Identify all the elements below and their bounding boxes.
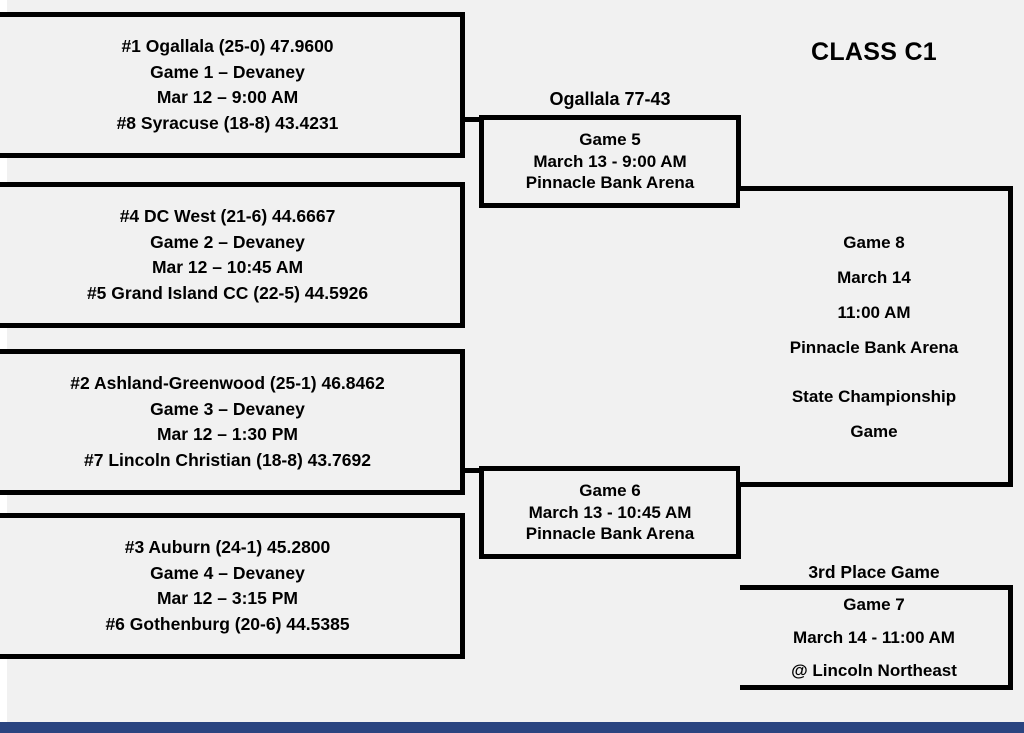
round1-game-2-box[interactable]: #4 DC West (21-6) 44.6667 Game 2 – Devan… bbox=[0, 182, 465, 328]
connector-r1-pair-b bbox=[460, 468, 484, 473]
round2-game-5-game-label: Game 5 bbox=[579, 129, 641, 149]
third-place-venue: @ Lincoln Northeast bbox=[791, 661, 957, 680]
round1-game-1-game-label: Game 1 – Devaney bbox=[150, 61, 305, 82]
round1-game-4-bottom-seed: #6 Gothenburg (20-6) 44.5385 bbox=[105, 613, 350, 634]
final-game-label: Game 8 bbox=[843, 232, 905, 252]
third-place-heading: 3rd Place Game bbox=[808, 562, 940, 582]
round1-game-1-box[interactable]: #1 Ogallala (25-0) 47.9600 Game 1 – Deva… bbox=[0, 12, 465, 158]
game1-result-label: Ogallala 77-43 bbox=[549, 89, 671, 109]
round1-game-2-top-seed: #4 DC West (21-6) 44.6667 bbox=[119, 206, 336, 226]
third-place-game-label: Game 7 bbox=[843, 595, 905, 614]
round1-game-1-datetime: Mar 12 – 9:00 AM bbox=[156, 87, 299, 107]
round2-game-6-venue: Pinnacle Bank Arena bbox=[525, 524, 695, 544]
round1-game-4-box[interactable]: #3 Auburn (24-1) 45.2800 Game 4 – Devane… bbox=[0, 513, 465, 659]
round1-game-2-bottom-seed: #5 Grand Island CC (22-5) 44.5926 bbox=[86, 282, 369, 303]
round2-game-5-venue: Pinnacle Bank Arena bbox=[525, 173, 695, 193]
third-place-datetime: March 14 - 11:00 AM bbox=[793, 628, 955, 647]
round2-game-6-datetime: March 13 - 10:45 AM bbox=[528, 502, 692, 522]
bottom-accent-bar bbox=[0, 722, 1024, 733]
final-time: 11:00 AM bbox=[837, 302, 911, 322]
round2-game-5-box[interactable]: Game 5 March 13 - 9:00 AM Pinnacle Bank … bbox=[479, 115, 741, 208]
connector-r1-pair-a bbox=[460, 117, 484, 122]
final-championship-label-line2: Game bbox=[850, 421, 898, 441]
round1-game-3-datetime: Mar 12 – 1:30 PM bbox=[156, 424, 299, 444]
page-title: CLASS C1 bbox=[810, 38, 938, 66]
final-venue: Pinnacle Bank Arena bbox=[789, 337, 959, 357]
round1-game-2-datetime: Mar 12 – 10:45 AM bbox=[151, 257, 304, 277]
round1-game-1-bottom-seed: #8 Syracuse (18-8) 43.4231 bbox=[116, 112, 339, 133]
round1-game-3-top-seed: #2 Ashland-Greenwood (25-1) 46.8462 bbox=[70, 373, 385, 393]
round1-game-4-datetime: Mar 12 – 3:15 PM bbox=[156, 588, 299, 608]
round2-game-5-datetime: March 13 - 9:00 AM bbox=[533, 151, 687, 171]
round1-game-4-top-seed: #3 Auburn (24-1) 45.2800 bbox=[124, 537, 331, 557]
third-place-game-box[interactable]: Game 7 March 14 - 11:00 AM @ Lincoln Nor… bbox=[740, 585, 1013, 690]
round1-game-4-game-label: Game 4 – Devaney bbox=[150, 562, 305, 583]
round1-game-1-top-seed: #1 Ogallala (25-0) 47.9600 bbox=[121, 36, 334, 56]
round1-game-3-box[interactable]: #2 Ashland-Greenwood (25-1) 46.8462 Game… bbox=[0, 349, 465, 495]
final-championship-label-line1: State Championship bbox=[791, 386, 957, 406]
round2-game-6-box[interactable]: Game 6 March 13 - 10:45 AM Pinnacle Bank… bbox=[479, 466, 741, 559]
round1-game-3-bottom-seed: #7 Lincoln Christian (18-8) 43.7692 bbox=[84, 449, 371, 470]
round1-game-2-game-label: Game 2 – Devaney bbox=[150, 231, 305, 252]
final-game-8-box[interactable]: Game 8 March 14 11:00 AM Pinnacle Bank A… bbox=[740, 186, 1013, 487]
round2-game-6-game-label: Game 6 bbox=[579, 480, 641, 500]
final-date: March 14 bbox=[837, 267, 911, 287]
round1-game-3-game-label: Game 3 – Devaney bbox=[150, 398, 305, 419]
